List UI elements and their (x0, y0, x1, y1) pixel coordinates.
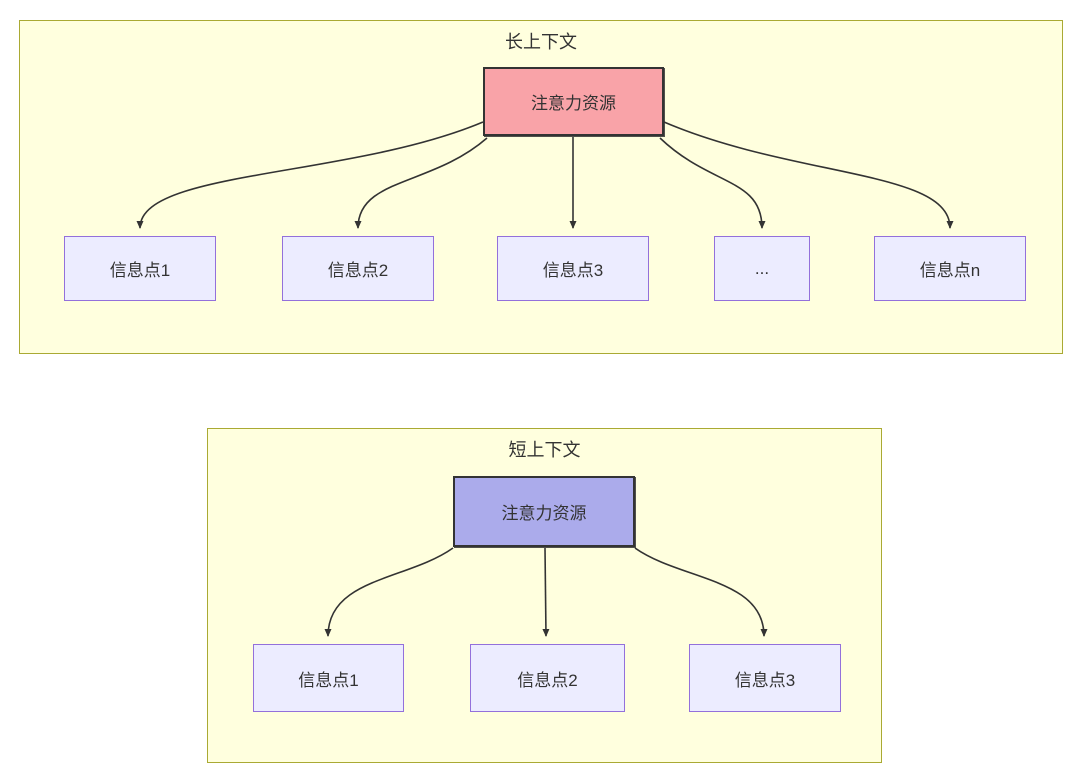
long-attention-box: 注意力资源 (483, 67, 664, 136)
long-info-box-3: 信息点3 (497, 236, 649, 301)
long-info-box-n: 信息点n (874, 236, 1026, 301)
short-info-label-3: 信息点3 (734, 670, 796, 690)
short-info-box-1: 信息点1 (253, 644, 404, 712)
short-context-title: 短上下文 (508, 440, 581, 460)
long-info-label-ellipsis: ... (754, 258, 770, 278)
long-attention-label: 注意力资源 (531, 94, 616, 113)
long-info-box-ellipsis: ... (714, 236, 810, 301)
long-info-label-n: 信息点n (919, 261, 981, 280)
long-context-title: 长上下文 (505, 32, 577, 52)
long-info-label-1: 信息点1 (109, 261, 171, 280)
short-attention-label: 注意力资源 (501, 504, 587, 523)
long-info-box-1: 信息点1 (64, 236, 216, 301)
short-info-box-2: 信息点2 (470, 644, 625, 712)
long-info-box-2: 信息点2 (282, 236, 434, 301)
long-info-label-3: 信息点3 (542, 261, 604, 280)
short-info-box-3: 信息点3 (689, 644, 841, 712)
short-info-label-1: 信息点1 (298, 670, 359, 690)
short-attention-box: 注意力资源 (453, 476, 635, 547)
long-info-label-2: 信息点2 (327, 261, 389, 280)
short-info-label-2: 信息点2 (517, 670, 578, 690)
